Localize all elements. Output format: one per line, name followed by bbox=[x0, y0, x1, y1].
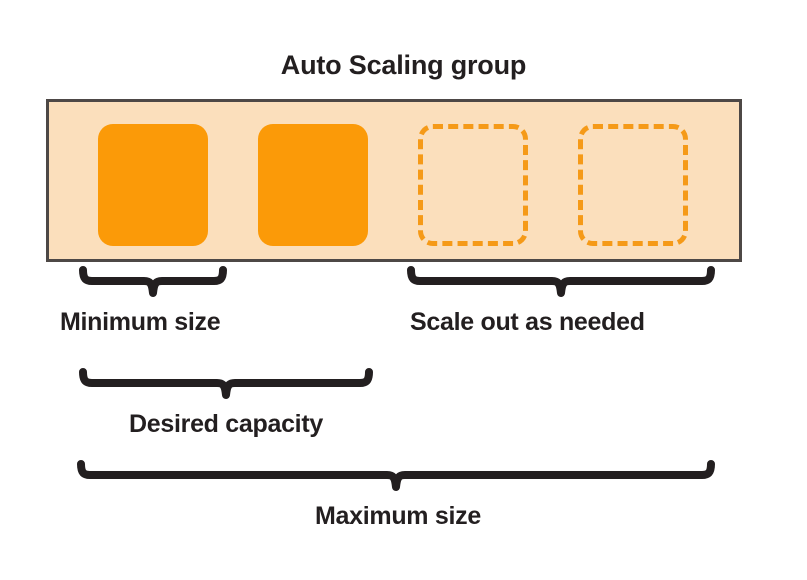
instance-tile-3-placeholder bbox=[418, 124, 528, 246]
instance-tile-1 bbox=[98, 124, 208, 246]
minimum-size-label: Minimum size bbox=[60, 308, 221, 336]
desired-capacity-brace bbox=[80, 368, 372, 398]
scale-out-as-needed-brace bbox=[408, 266, 714, 296]
scale-out-as-needed-label: Scale out as needed bbox=[410, 308, 645, 336]
instance-tile-4-placeholder bbox=[578, 124, 688, 246]
maximum-size-brace bbox=[78, 460, 714, 490]
instance-tile-2 bbox=[258, 124, 368, 246]
diagram-title: Auto Scaling group bbox=[280, 50, 527, 80]
minimum-size-brace bbox=[80, 266, 226, 296]
auto-scaling-group-container bbox=[46, 99, 742, 262]
desired-capacity-label: Desired capacity bbox=[129, 410, 323, 438]
maximum-size-label: Maximum size bbox=[315, 502, 481, 530]
